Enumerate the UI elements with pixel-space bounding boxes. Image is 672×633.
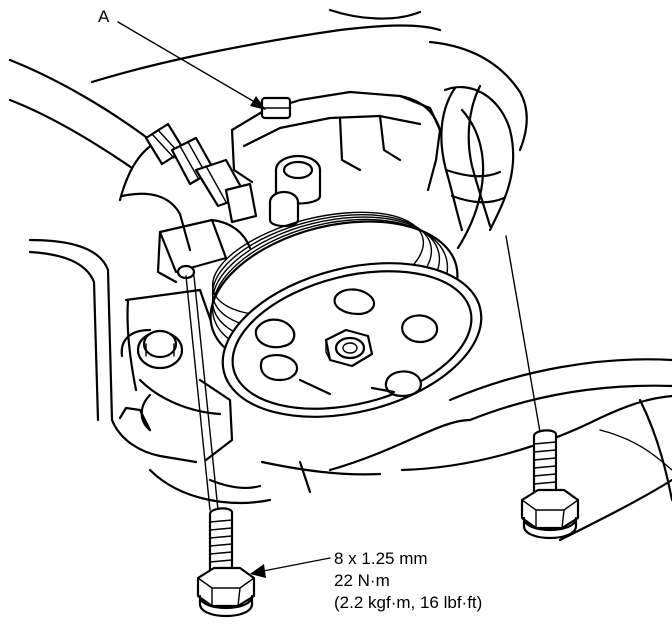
mounting-bolt-lower-left (196, 507, 256, 618)
bolt-torque-alt-label: (2.2 kgf·m, 16 lbf·ft) (334, 593, 482, 612)
mounting-bolt-head-left (136, 329, 184, 370)
pump-body (120, 90, 442, 462)
part-label-a: A (98, 7, 110, 26)
reservoir-fitting (268, 154, 322, 228)
mounting-bolt-lower-right (520, 429, 580, 540)
return-hose (440, 84, 506, 232)
drive-belt (328, 358, 672, 542)
hose-fitting (144, 122, 258, 224)
bolt-torque-nm-label: 22 N·m (334, 571, 390, 590)
leader-line-part-a (117, 21, 266, 110)
pressure-hose (8, 58, 152, 170)
pump-pulley (209, 211, 483, 418)
leader-line-bolt-spec (250, 557, 331, 578)
bolt-guide-lines (185, 235, 541, 511)
bolt-size-label: 8 x 1.25 mm (334, 549, 428, 568)
